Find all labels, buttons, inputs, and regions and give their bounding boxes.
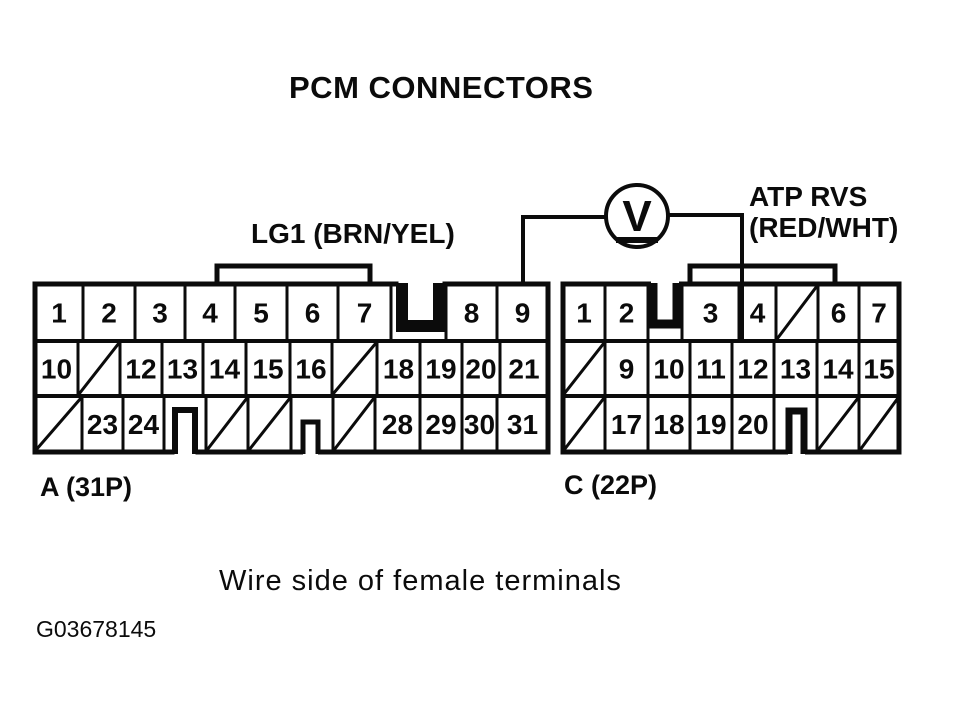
connector-c-caption: C (22P)	[564, 470, 658, 500]
no-terminal-diagonal	[330, 340, 379, 397]
pin-c2-label: 2	[619, 298, 635, 329]
pin-a21-label: 21	[508, 354, 539, 385]
no-terminal-diagonal	[204, 395, 250, 453]
pin-a23-label: 23	[87, 409, 118, 440]
pin-c7-label: 7	[871, 298, 887, 329]
pin-c20-label: 20	[737, 409, 768, 440]
no-terminal-diagonal	[857, 395, 901, 453]
connector-c-latch-outline	[687, 263, 838, 286]
no-terminal-diagonal	[774, 283, 820, 342]
pin-c18-label: 18	[653, 409, 684, 440]
pin-a12-label: 12	[125, 354, 156, 385]
pin-c3-label: 3	[703, 298, 719, 329]
wire-label-lg1: LG1 (BRN/YEL)	[251, 218, 455, 249]
pin-c12-label: 12	[737, 354, 768, 385]
pin-a29-label: 29	[425, 409, 456, 440]
pin-a16-label: 16	[295, 354, 326, 385]
pin-a2-label: 2	[101, 298, 117, 329]
pin-a6-label: 6	[305, 298, 321, 329]
no-terminal-diagonal	[561, 340, 607, 397]
wire-label-atp-rvs: ATP RVS (RED/WHT)	[749, 181, 898, 243]
pin-c14-label: 14	[822, 354, 854, 385]
pin-a20-label: 20	[465, 354, 496, 385]
pin-a30-label: 30	[464, 409, 495, 440]
pin-c1-label: 1	[576, 298, 592, 329]
voltmeter-letter: V	[622, 192, 652, 241]
no-terminal-diagonal	[331, 395, 377, 453]
no-terminal-diagonal	[815, 395, 861, 453]
pin-c4-label: 4	[750, 298, 766, 329]
pin-a8-label: 8	[464, 298, 480, 329]
wire-side-note: Wire side of female terminals	[219, 565, 622, 597]
pin-a4-label: 4	[202, 298, 218, 329]
connector-a-keying-notch	[172, 407, 198, 454]
figure-id: G03678145	[36, 616, 157, 642]
pin-c11-label: 11	[696, 354, 726, 385]
pin-a28-label: 28	[382, 409, 413, 440]
pin-c9-label: 9	[619, 354, 635, 385]
pin-c13-label: 13	[780, 354, 811, 385]
wire-label-atp-line2: (RED/WHT)	[749, 212, 899, 243]
pin-a13-label: 13	[167, 354, 198, 385]
pin-a15-label: 15	[252, 354, 283, 385]
pin-a3-label: 3	[152, 298, 168, 329]
pin-c17-label: 17	[611, 409, 642, 440]
pin-c19-label: 19	[695, 409, 726, 440]
no-terminal-diagonal	[561, 395, 607, 453]
test-lead-wire-left	[521, 215, 607, 282]
no-terminal-diagonal	[246, 395, 293, 453]
no-terminal-diagonal	[76, 340, 122, 397]
connector-c-keying-notch	[785, 407, 808, 454]
connector-c-keying-slot	[648, 283, 682, 329]
pin-a24-label: 24	[128, 409, 160, 440]
connector-a-latch-outline	[214, 263, 373, 286]
pin-a7-label: 7	[357, 298, 373, 329]
pin-a10-label: 10	[41, 354, 72, 385]
pin-a19-label: 19	[425, 354, 456, 385]
no-terminal-diagonal	[33, 395, 84, 453]
pin-c6-label: 6	[831, 298, 847, 329]
wire-label-atp-line1: ATP RVS	[749, 181, 868, 212]
pin-a5-label: 5	[253, 298, 269, 329]
test-lead-wire-right	[667, 213, 744, 341]
pin-a1-label: 1	[51, 298, 67, 329]
connector-a-keying-notch	[300, 419, 321, 454]
page-title: PCM CONNECTORS	[289, 70, 594, 105]
voltmeter-icon	[604, 183, 670, 249]
connector-a-keying-slot	[396, 283, 445, 332]
pin-c10-label: 10	[653, 354, 684, 385]
pin-a31-label: 31	[507, 409, 538, 440]
pin-a14-label: 14	[209, 354, 241, 385]
pin-c15-label: 15	[863, 354, 894, 385]
connector-a-caption: A (31P)	[40, 472, 133, 502]
pin-a18-label: 18	[383, 354, 414, 385]
pin-a9-label: 9	[515, 298, 531, 329]
